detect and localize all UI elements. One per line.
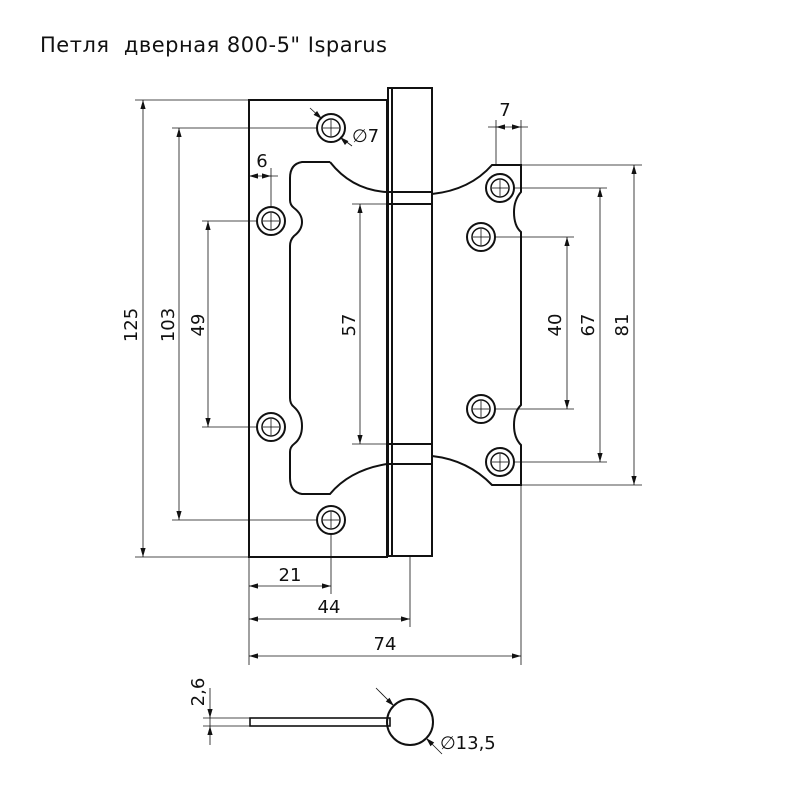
dim-thickness-label: 2,6: [188, 678, 209, 707]
dim-44-label: 44: [318, 597, 341, 618]
drawing-title: Петля дверная 800-5" Isparus: [40, 33, 388, 57]
dim-125: 125: [121, 99, 249, 558]
dim-74: 74: [249, 485, 522, 665]
dim-44: 44: [249, 556, 411, 627]
knuckle: [387, 87, 433, 557]
right-leaf: [431, 164, 522, 486]
dim-67: 67: [514, 187, 607, 463]
dim-21: 21: [248, 534, 332, 665]
side-view: [249, 698, 434, 746]
hole-right-upper: [466, 222, 496, 252]
hole-left-upper: [256, 206, 286, 236]
dim-hole-diameter: ∅7: [309, 107, 379, 147]
dim-81: 81: [521, 164, 642, 486]
dim-103-label: 103: [158, 308, 179, 342]
hole-left-lower: [256, 412, 286, 442]
dim-6: 6: [249, 151, 278, 207]
hole-diameter-label: ∅7: [352, 126, 379, 147]
dim-103: 103: [158, 127, 318, 521]
hole-bottom-left: [316, 505, 346, 535]
dim-40: 40: [495, 236, 574, 410]
hole-right-top: [485, 173, 515, 203]
left-leaf: [248, 99, 388, 558]
dim-thickness: 2,6: [188, 678, 250, 745]
dim-57: 57: [339, 203, 388, 445]
hole-right-lower: [466, 394, 496, 424]
dim-6-label: 6: [256, 151, 267, 172]
dim-49: 49: [188, 220, 257, 428]
dim-knuckle-diameter: ∅13,5: [375, 687, 496, 755]
knuckle-diameter-label: ∅13,5: [440, 733, 496, 754]
dim-81-label: 81: [612, 314, 633, 337]
dim-40-label: 40: [545, 314, 566, 337]
dim-67-label: 67: [578, 314, 599, 337]
dim-57-label: 57: [339, 314, 360, 337]
dim-7-label: 7: [499, 100, 510, 121]
dim-49-label: 49: [188, 314, 209, 337]
dim-125-label: 125: [121, 308, 142, 342]
hole-right-bottom: [485, 447, 515, 477]
dim-74-label: 74: [374, 634, 397, 655]
dim-21-label: 21: [279, 565, 302, 586]
dim-7: 7: [488, 100, 528, 165]
